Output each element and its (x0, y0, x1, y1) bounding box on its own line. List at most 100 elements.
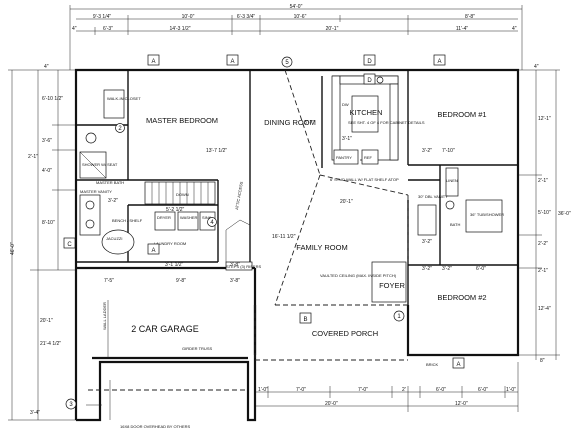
garage-door-note: 16X8 DOOR OVERHEAD BY OTHERS (120, 424, 191, 429)
right-dim-2: 12'-1" (538, 116, 551, 122)
dryer-label: DRYER (157, 215, 171, 220)
tag-a1: A (151, 59, 155, 65)
jacuzzi-label: JACUZZI (106, 236, 122, 241)
int-dim-1: 13'-7 1/2" (206, 148, 227, 154)
master-toilet-icon (85, 132, 97, 144)
tag-box-a3 (433, 54, 446, 66)
tag-box-d2 (363, 73, 376, 85)
master-vanity-counter (79, 194, 101, 236)
closet-shelf (103, 89, 125, 119)
left-dim-9: 3'-4" (30, 410, 40, 416)
int-dim-6: 3'-1" (342, 136, 352, 142)
overall-depth-label: 46'-0" (10, 242, 16, 255)
left-dim-8: 21'-4 1/2" (40, 341, 61, 347)
right-dim-6: 2'-1" (538, 268, 548, 274)
tag-box-d1 (363, 54, 376, 66)
top-edge-left: 4" (72, 26, 77, 32)
top-dim-4: 10'-6" (294, 14, 307, 20)
bottom-dim-8: 20'-0" (325, 401, 338, 407)
int-dim-13: 7'-10" (442, 148, 455, 154)
master-bath-label: MASTER BATH (96, 180, 124, 185)
tag-a3: A (437, 59, 441, 65)
plan-notes: SEE SHT. 4 OF 4 FOR CABINET DETAILS PANT… (80, 102, 504, 429)
tag-3: 3 (69, 402, 73, 408)
int-dim-12: 20'-1" (340, 199, 353, 205)
fridge-box (361, 149, 379, 165)
room-labels: MASTER BEDROOM WALK-IN CLOSET MASTER BAT… (82, 96, 487, 338)
master-bedroom-label: MASTER BEDROOM (146, 116, 218, 125)
tag-1: 1 (397, 314, 401, 320)
right-dim-8: 8" (540, 358, 545, 364)
pantry-box (333, 149, 359, 165)
tag-d2: D (367, 78, 372, 84)
steps-label: STEPS (3) RISERS (226, 264, 261, 269)
bench-label: BENCH / SHELF (112, 218, 143, 223)
tag-a2: A (230, 59, 234, 65)
tag-d1: D (367, 59, 372, 65)
sink-label: SINK (202, 215, 212, 220)
top-dim-1: 9'-3 1/4" (93, 14, 112, 20)
vaulted-note: VAULTED CEILING (MAX. INSIDE PITCH) (320, 273, 397, 278)
dining-room-label: DINING ROOM (264, 118, 316, 127)
tag-b: B (303, 317, 307, 323)
tag-box-b (299, 312, 312, 324)
kitchen-island (351, 95, 379, 133)
tag-box-a2 (226, 54, 239, 66)
linen-label: LINEN (446, 178, 458, 183)
int-dim-14: 3'-2" (422, 148, 432, 154)
kitchen-counter-right (389, 83, 399, 161)
top-dim-6: 6'-3" (103, 26, 113, 32)
master-suite-fixtures (79, 89, 135, 255)
top-dim-9: 11'-4" (456, 26, 469, 32)
girder-label: GIRDER TRUSS (182, 346, 212, 351)
stove-burner-icon (376, 76, 384, 84)
int-dim-2: 3'-2" (108, 198, 118, 204)
tag-circle-4 (207, 217, 217, 227)
left-dim-2: 6'-10 1/2" (42, 96, 63, 102)
bottom-dim-3: 7'-0" (358, 387, 368, 393)
laundry-room-label: LAUNDRY ROOM (154, 241, 187, 246)
tag-c: C (67, 242, 72, 248)
pantry-label: PANTRY (336, 155, 352, 160)
top-dimensions: 54'-0" 9'-3 1/4" 10'-0" 6'-3 3/4" 10'-6"… (69, 4, 523, 70)
dryer-box (154, 211, 176, 231)
int-dim-17: 3'-2" (422, 266, 432, 272)
linen-closet (445, 167, 459, 197)
sink-icon-2 (85, 219, 95, 229)
washer-label: WASHER (180, 215, 198, 220)
stud-wall-note: 6' STUD WALL W/ FLAT SHELF ATOP (330, 177, 399, 182)
tag-circle-5 (281, 56, 293, 68)
tag-circle-3 (65, 398, 77, 410)
ref-label: REF (364, 155, 373, 160)
bottom-dim-2: 7'-0" (296, 387, 306, 393)
bath-label: BATH (450, 222, 460, 227)
left-dimensions: 4" 6'-10 1/2" 3'-6" 2'-1" 4'-0" 8'-10" 2… (8, 64, 76, 421)
tag-a5: A (151, 248, 155, 254)
top-dim-8: 20'-1" (326, 26, 339, 32)
left-dim-3: 3'-6" (42, 138, 52, 144)
bottom-dim-4: 2' (402, 387, 406, 393)
garage-label: 2 CAR GARAGE (131, 324, 199, 334)
tub-label: 36" TUB/SHOWER (470, 212, 504, 217)
tag-box-a4 (452, 357, 465, 369)
left-dim-5: 4'-0" (42, 168, 52, 174)
tag-2: 2 (118, 126, 122, 132)
shower-label: SHOWER W/ SEAT (82, 162, 118, 167)
top-dim-3: 6'-3 3/4" (237, 14, 256, 20)
vanity-label: 30" DBL VANITY (418, 194, 448, 199)
overall-width-label: 54'-0" (290, 4, 303, 10)
tag-5: 5 (285, 60, 289, 66)
kitchen-note: SEE SHT. 4 OF 4 FOR CABINET DETAILS (348, 120, 425, 125)
right-dim-7: 12'-4" (538, 306, 551, 312)
bath-vanity (417, 204, 437, 236)
top-dim-2: 10'-0" (182, 14, 195, 20)
tag-circle-1 (393, 310, 405, 322)
int-dim-11: 16'-11 1/2" (272, 234, 296, 240)
top-dim-5: 8'-8" (465, 14, 475, 20)
bath-toilet-icon (445, 200, 455, 210)
right-dimensions: 4" 12'-1" 2'-1" 5'-10" 2'-2" 2'-1" 12'-4… (518, 64, 571, 364)
bedroom-1-label: BEDROOM #1 (437, 110, 486, 119)
section-tags: A A A D D A C B A 1 2 3 4 5 (63, 54, 465, 410)
bedroom-2-label: BEDROOM #2 (437, 293, 486, 302)
